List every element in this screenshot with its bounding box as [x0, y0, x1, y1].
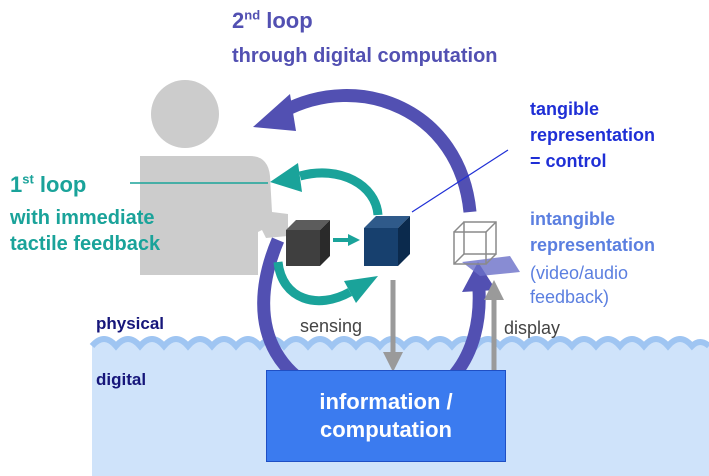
intangible-line1: intangible — [530, 209, 615, 229]
blue-cube-icon — [364, 216, 410, 266]
tangible-line1: tangible — [530, 99, 600, 119]
loop1-sup: st — [22, 171, 34, 187]
loop1-prefix: 1 — [10, 172, 23, 197]
intangible-line3: (video/audio — [530, 263, 629, 283]
loop2-title: 2nd loop — [232, 8, 313, 34]
tangible-line2: representation — [530, 125, 656, 145]
wireframe-cube-icon — [453, 221, 497, 265]
display-label: display — [504, 318, 561, 338]
computation-box: information / computation — [266, 370, 506, 462]
water-wave-icon — [89, 336, 709, 351]
tangible-line3: = control — [530, 151, 607, 171]
physical-layer-label: physical — [96, 314, 165, 333]
loop1-line3: tactile feedback — [10, 233, 161, 255]
computation-line1: information / — [319, 389, 453, 414]
digital-layer-label: digital — [96, 370, 147, 389]
loop1-line2: with immediate — [10, 207, 155, 229]
loop2-subtitle: through digital computation — [232, 45, 498, 67]
intangible-line4: feedback) — [530, 287, 610, 307]
loop2-prefix: 2 — [232, 8, 245, 33]
loop2-sup: nd — [244, 7, 261, 23]
sensing-label: sensing — [300, 316, 363, 336]
dark-cube-icon — [286, 220, 330, 266]
loop1-arrow — [270, 163, 383, 306]
computation-line2: computation — [320, 417, 452, 442]
loop1-title: 1st loop — [10, 172, 86, 198]
loop2-title-rest: loop — [260, 8, 313, 33]
tangible-pointer-line — [411, 149, 509, 213]
intangible-line2: representation — [530, 235, 656, 255]
person-silhouette-icon — [140, 80, 288, 275]
projection-plate-icon — [462, 256, 520, 276]
loop1-title-rest: loop — [33, 172, 87, 197]
